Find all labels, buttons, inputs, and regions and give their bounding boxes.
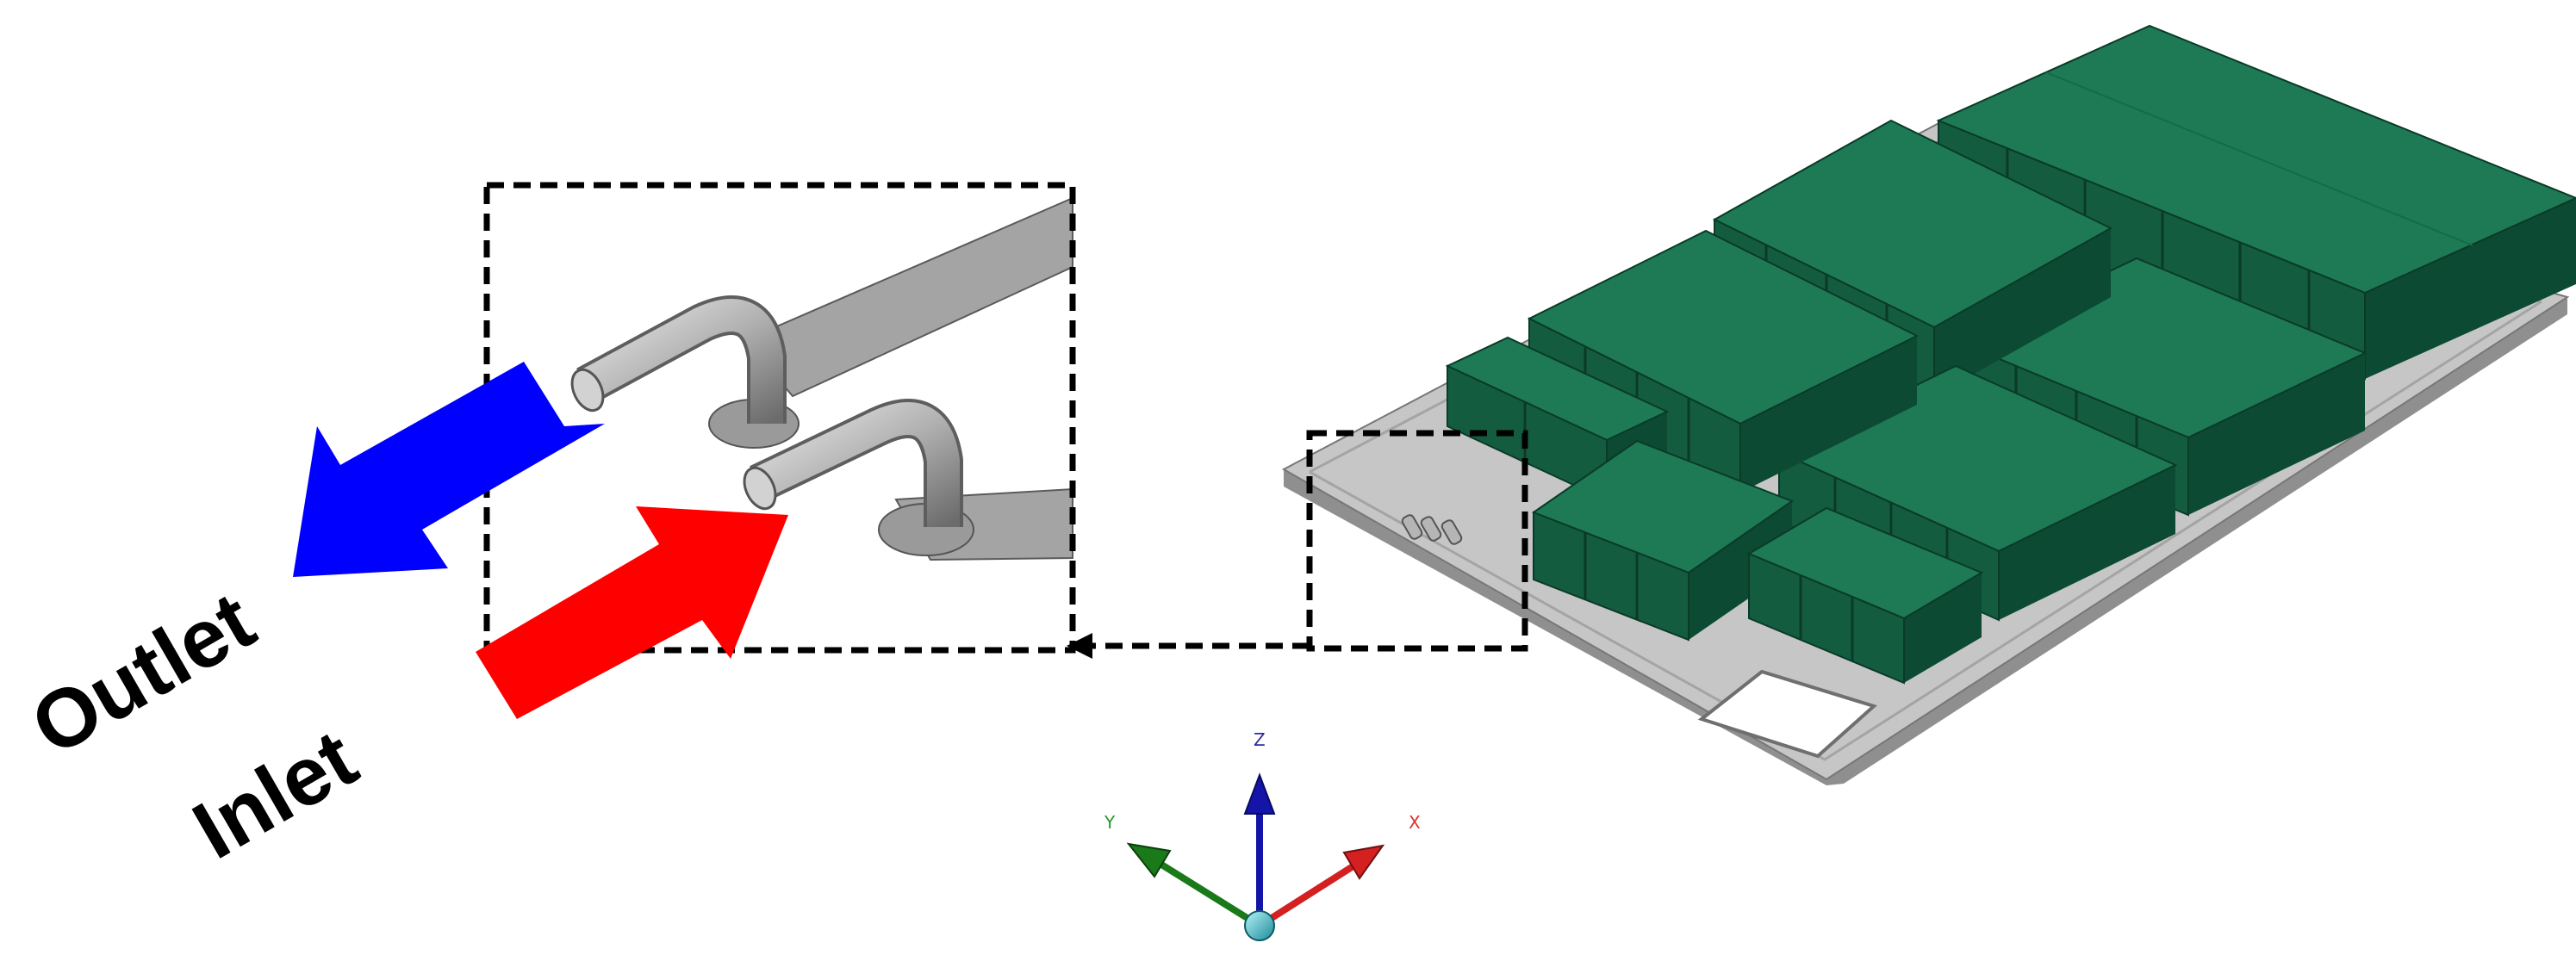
battery-module (1746, 506, 1984, 685)
x-axis-label: X (1409, 812, 1421, 833)
coordinate-triad: Z Y X (1104, 729, 1421, 941)
zoomed-detail (483, 182, 1076, 654)
battery-pack (1281, 24, 2576, 785)
tray-pipe-stubs (1401, 514, 1463, 545)
battery-modules (1445, 24, 2576, 685)
y-axis (1156, 859, 1262, 929)
x-arrowhead (1342, 844, 1385, 880)
y-arrowhead (1126, 842, 1172, 878)
x-axis (1257, 862, 1357, 929)
outlet-pipe (570, 295, 800, 449)
outlet-arrow (293, 362, 605, 577)
inlet-label: Inlet (178, 712, 371, 877)
zoom-connector-arrow (1067, 633, 1310, 659)
z-axis-label: Z (1254, 729, 1266, 750)
origin-sphere (1244, 910, 1275, 941)
tray-detail-box (1306, 430, 1528, 652)
outlet-label: Outlet (16, 574, 270, 773)
z-arrowhead (1243, 772, 1276, 815)
inlet-arrow (476, 506, 788, 719)
battery-module (1531, 439, 1795, 642)
inlet-pipe (743, 399, 974, 556)
y-axis-label: Y (1104, 812, 1116, 833)
